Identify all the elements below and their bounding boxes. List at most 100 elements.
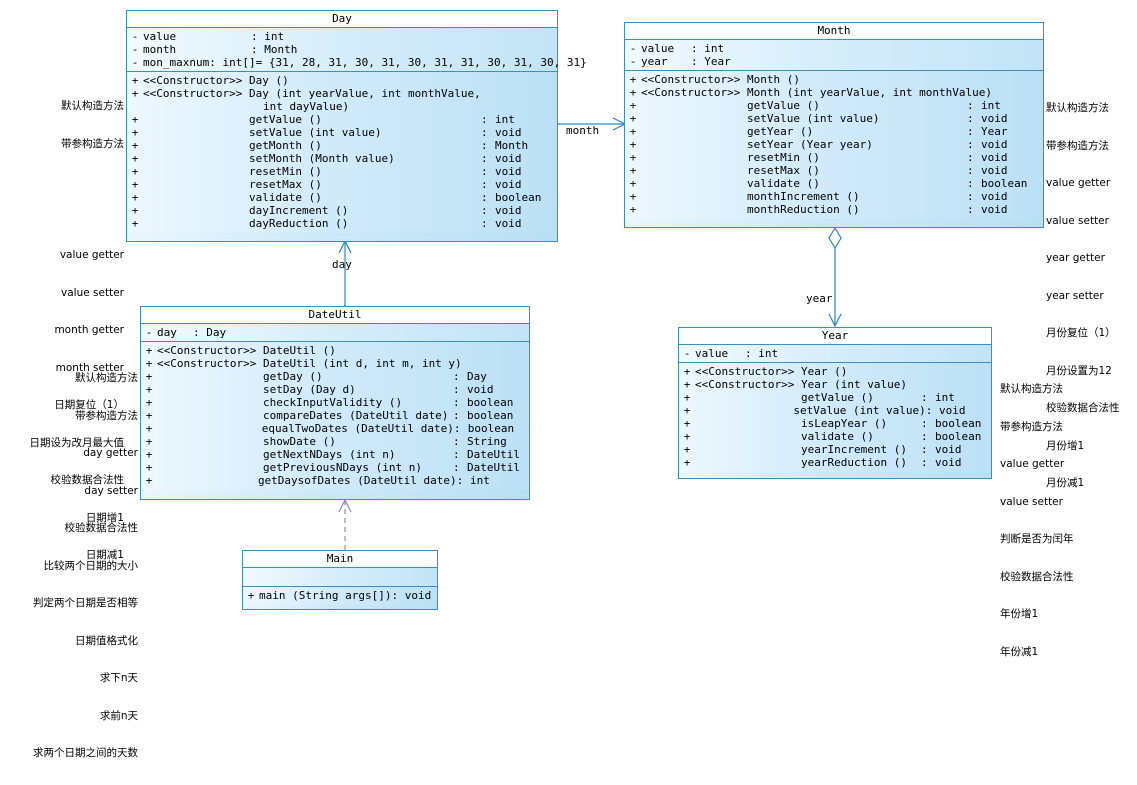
operation-signature: isLeapYear () (801, 417, 888, 430)
attribute-row: - month : Month (127, 43, 557, 56)
operation-signature: setValue (int value) (747, 112, 880, 125)
visibility-marker: + (131, 178, 139, 191)
operation-row: + compareDates (DateUtil date) : boolean (141, 409, 529, 422)
operation-row: + resetMin () : void (625, 151, 1043, 164)
operation-row: + <<Constructor>> Year () (679, 365, 991, 378)
operation-type: DateUtil (467, 461, 520, 474)
note-line: 校验数据合法性 (50, 474, 125, 486)
class-box-dateutil[interactable]: DateUtil - day : Day + <<Constructor>> D… (140, 306, 530, 500)
operation-signature: setValue (int value) (793, 404, 926, 417)
visibility-marker: + (131, 217, 139, 230)
visibility-marker: + (683, 404, 691, 417)
class-box-main[interactable]: Main + main (String args[]) : void (242, 550, 438, 610)
visibility-marker: - (683, 347, 691, 360)
operation-signature: DateUtil (int d, int m, int y) (263, 357, 462, 370)
operation-row: + validate () : boolean (127, 191, 557, 204)
note-line: value setter (61, 286, 124, 299)
attribute-type-sep: : (209, 56, 223, 69)
operation-row: + <<Constructor>> Year (int value) (679, 378, 991, 391)
operation-row: + monthReduction () : void (625, 203, 1043, 216)
operation-type: boolean (467, 396, 514, 409)
operation-row: + setMonth (Month value) : void (127, 152, 557, 165)
note-line: 月份增1 (1046, 439, 1085, 452)
attribute-type: int (758, 347, 779, 360)
operation-type: void (495, 178, 522, 191)
operation-type: void (939, 404, 966, 417)
note-line: 月份减1 (1046, 477, 1085, 489)
visibility-marker: + (683, 378, 691, 391)
operation-signature: resetMin () (747, 151, 820, 164)
visibility-marker: + (131, 139, 139, 152)
class-attributes-month: - value : int - year : Year (625, 40, 1043, 71)
visibility-marker: - (131, 56, 139, 69)
note-line: 日期值格式化 (75, 634, 138, 647)
operation-signature: Year () (801, 365, 848, 378)
note-line: 校验数据合法性 (64, 522, 139, 534)
visibility-marker: + (629, 190, 637, 203)
operation-type: boolean (981, 177, 1028, 190)
operation-signature: monthReduction () (747, 203, 860, 216)
attribute-type-sep: : (251, 30, 265, 43)
attribute-name: value (143, 30, 177, 43)
visibility-marker: - (629, 42, 637, 55)
operation-row: + resetMax () : void (625, 164, 1043, 177)
operation-signature: setMonth (Month value) (249, 152, 395, 165)
operation-signature: Year (int value) (801, 378, 907, 391)
note-line: 判定两个日期是否相等 (33, 597, 138, 609)
attribute-row: - value : int (127, 30, 557, 43)
operation-type: void (495, 217, 522, 230)
class-box-day[interactable]: Day - value : int - month : Month - mon_… (126, 10, 587, 242)
operation-type: void (981, 151, 1008, 164)
attribute-row: - value : int (679, 347, 991, 360)
class-operations-dateutil: + <<Constructor>> DateUtil () + <<Constr… (141, 342, 529, 490)
visibility-marker: + (683, 417, 691, 430)
class-title-main: Main (243, 551, 437, 568)
class-box-year[interactable]: Year - value : int + <<Constructor>> Yea… (678, 327, 992, 479)
operation-type: void (404, 589, 432, 602)
note-line: day setter (84, 484, 138, 497)
visibility-marker: + (629, 99, 637, 112)
operation-signature: setYear (Year year) (747, 138, 873, 151)
operation-signature: DateUtil () (263, 344, 336, 357)
visibility-marker: + (145, 448, 153, 461)
attribute-type: int[] (222, 56, 256, 69)
note-line: 比较两个日期的大小 (43, 559, 139, 572)
note-line: 带参构造方法 (1046, 139, 1109, 152)
operation-row: + checkInputValidity () : boolean (141, 396, 529, 409)
operation-type: void (981, 190, 1008, 203)
attribute-row: - year : Year (625, 55, 1043, 68)
operation-type: void (467, 383, 494, 396)
stereotype: <<Constructor>> (157, 357, 257, 370)
visibility-marker: + (145, 357, 153, 370)
note-line: 求下n天 (99, 672, 138, 684)
operation-row-continuation: int dayValue) (127, 100, 557, 113)
operation-row: + setValue (int value) : void (127, 126, 557, 139)
operation-row: + validate () : boolean (625, 177, 1043, 190)
operation-row: + getPreviousNDays (int n) : DateUtil (141, 461, 529, 474)
note-line: 日期复位（1） (54, 399, 124, 411)
edge-main-dateutil (338, 498, 352, 550)
operation-type: boolean (935, 417, 982, 430)
visibility-marker: + (131, 165, 139, 178)
note-line: day getter (83, 447, 138, 459)
attribute-name: month (143, 43, 177, 56)
operation-type: boolean (495, 191, 542, 204)
operation-row: + dayIncrement () : void (127, 204, 557, 217)
attribute-name: value (641, 42, 675, 55)
operation-signature: monthIncrement () (747, 190, 860, 203)
note-spacer (0, 175, 124, 187)
operation-type: boolean (935, 430, 982, 443)
operation-row: + getDaysofDates (DateUtil date) : int (141, 474, 529, 487)
operation-type: int (935, 391, 955, 404)
operation-signature: Month () (747, 73, 800, 86)
visibility-marker: + (145, 344, 153, 357)
visibility-marker: + (629, 164, 637, 177)
attribute-name: year (641, 55, 668, 68)
operation-row: + main (String args[]) : void (243, 589, 437, 602)
class-box-month[interactable]: Month - value : int - year : Year + <<Co… (624, 22, 1044, 228)
visibility-marker: + (683, 391, 691, 404)
operation-type: Month (495, 139, 529, 152)
class-operations-main: + main (String args[]) : void (243, 587, 437, 605)
notes-year: 默认构造方法 带参构造方法 value getter value setter … (1000, 358, 1137, 683)
operation-signature: getMonth () (249, 139, 322, 152)
